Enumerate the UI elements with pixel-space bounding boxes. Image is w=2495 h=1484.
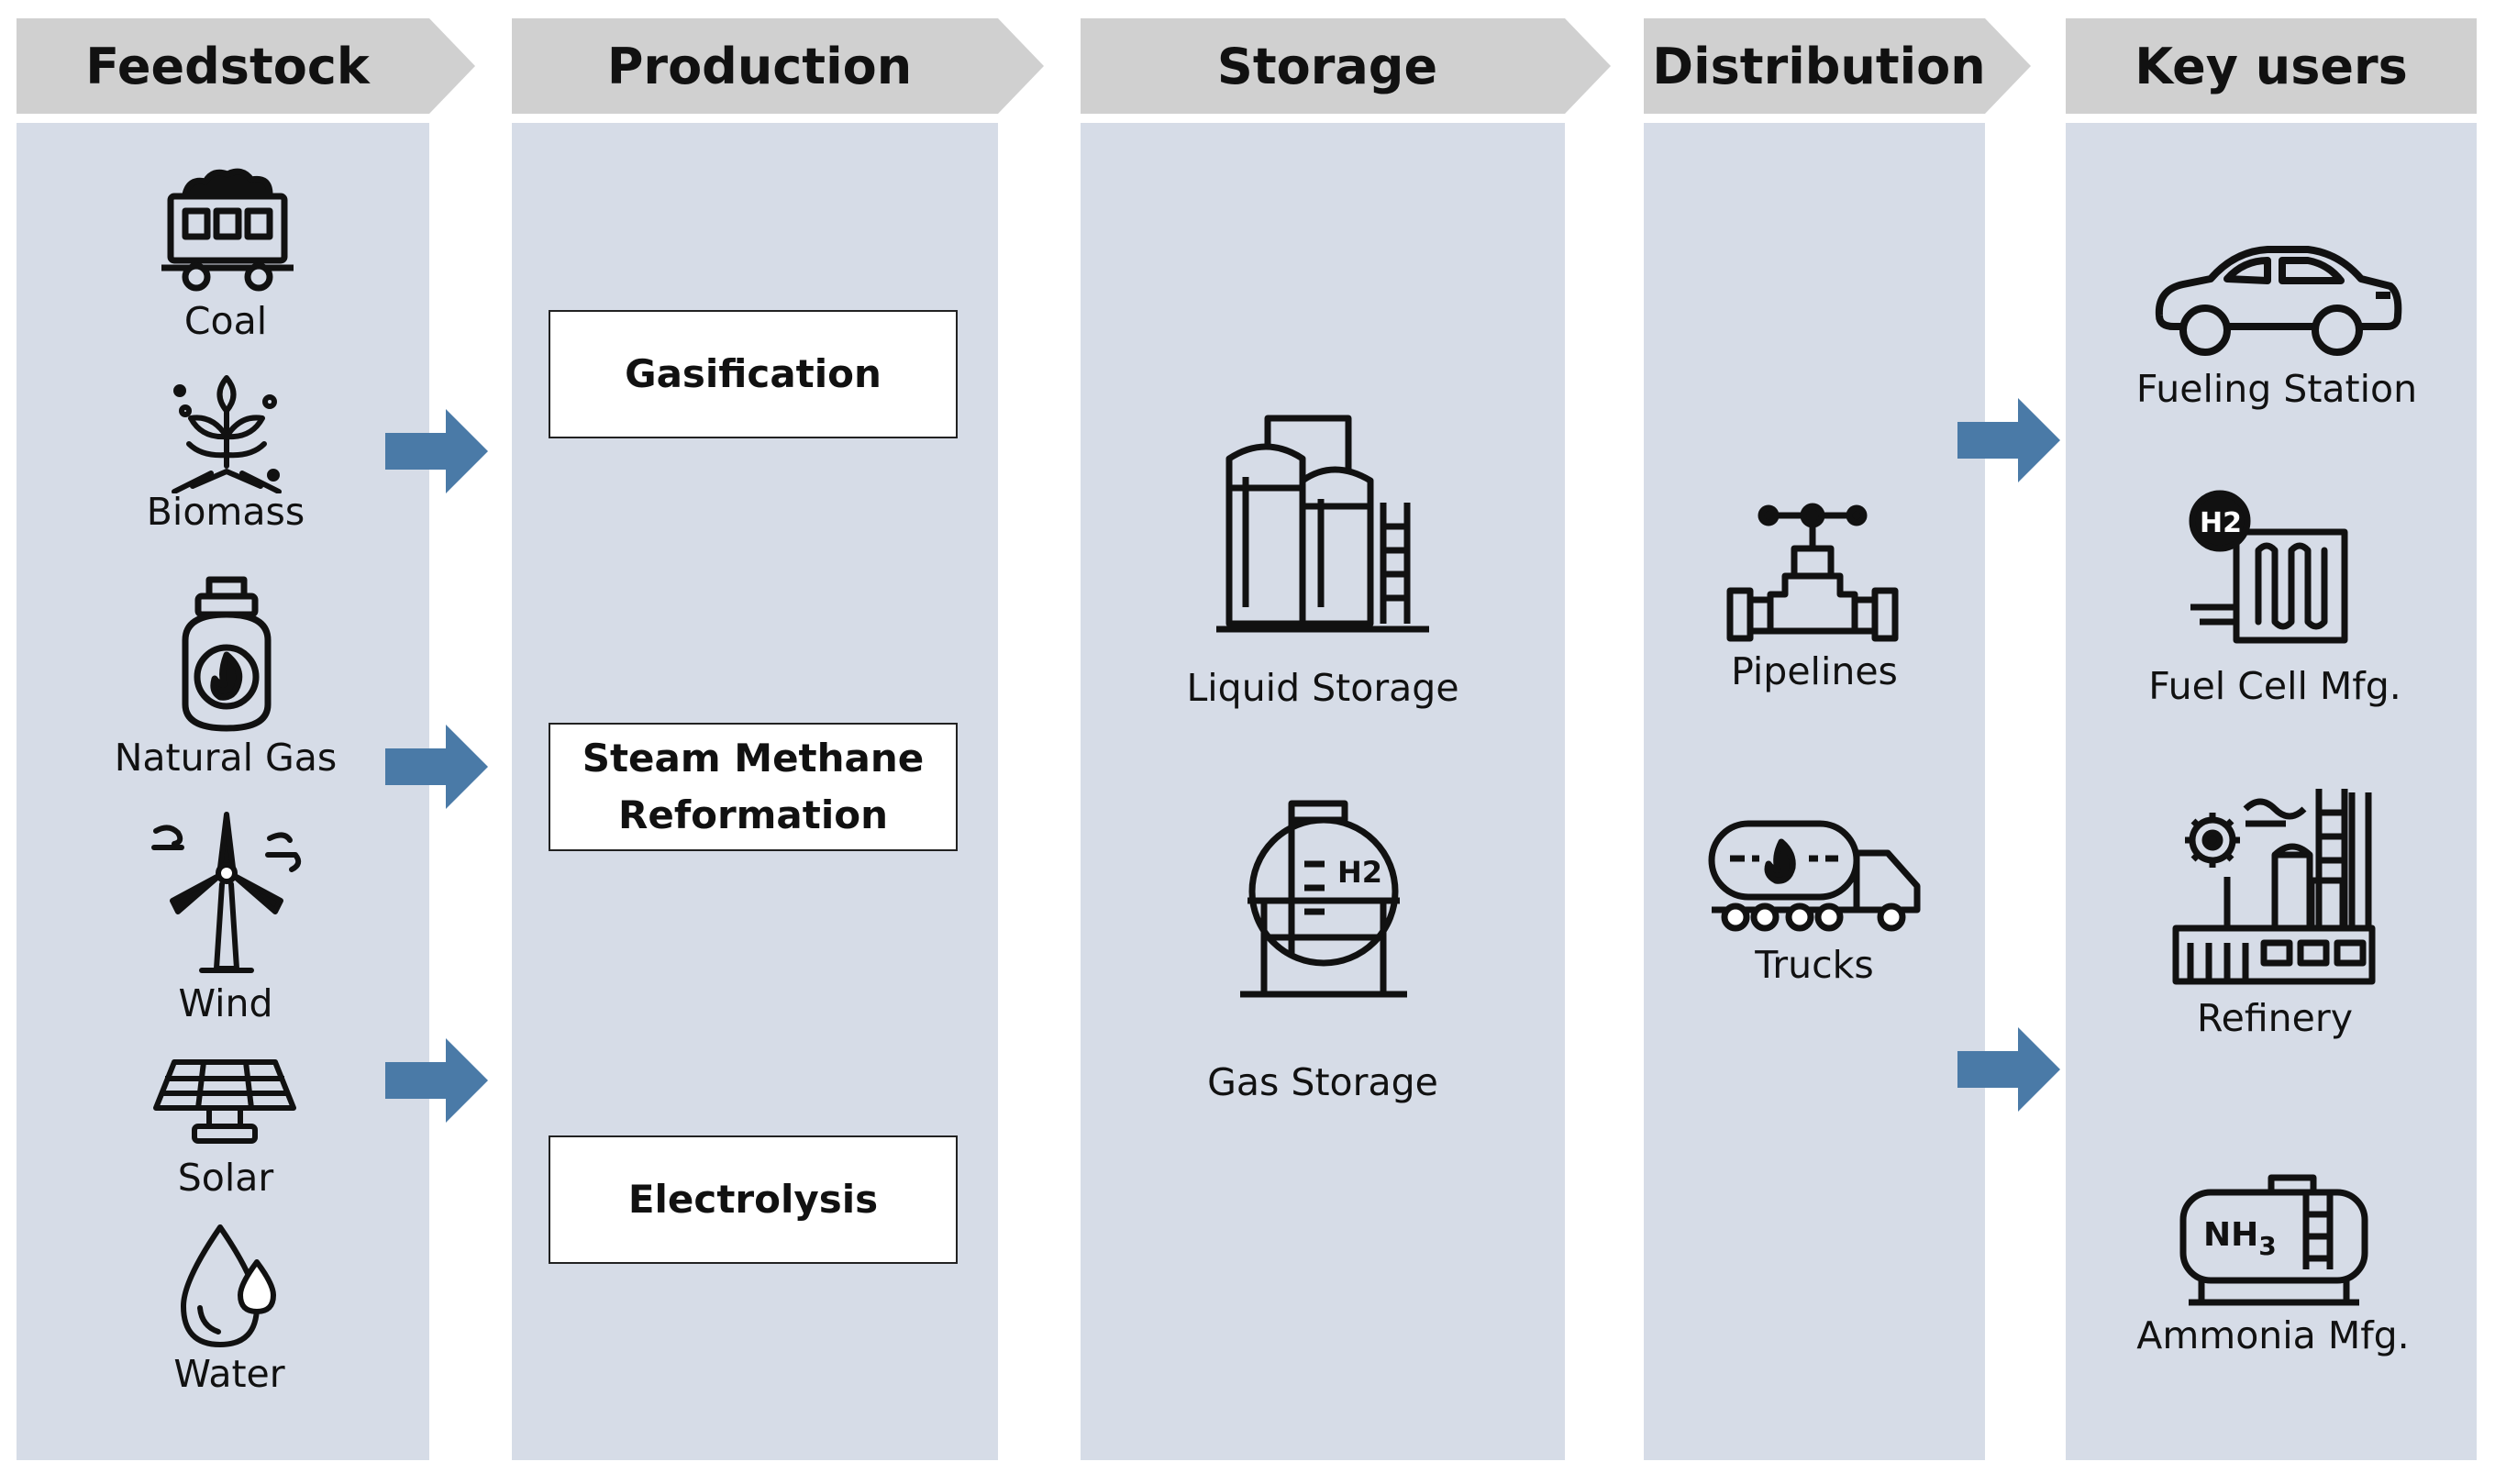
solar-label: Solar [177,1156,274,1200]
ammonia-tank-icon: NH3 [2179,1174,2368,1306]
gasification-label: Gasification [625,351,882,396]
gas-cylinder-icon [182,576,272,732]
header-distribution-title: Distribution [1652,37,1986,95]
header-key-users: Key users [2066,18,2477,114]
electrolysis-box: Electrolysis [549,1135,958,1264]
fuel-cell-icon: H2 [2189,490,2348,644]
arrow-distribution-to-users-top [1957,398,2060,482]
arrow-feedstock-to-smr [385,725,488,809]
gas-sphere-tank-icon: H2 [1240,800,1407,998]
header-storage-title: Storage [1216,37,1438,95]
smr-label-line2: Reformation [618,792,888,837]
trucks-label: Trucks [1755,943,1874,987]
coal-label: Coal [183,299,268,343]
ammonia-mfg-label: Ammonia Mfg. [2136,1313,2410,1357]
liquid-storage-label: Liquid Storage [1186,666,1459,710]
tanker-truck-icon [1708,820,1921,932]
fuel-cell-h2-badge-text: H2 [2200,507,2242,539]
natural-gas-label: Natural Gas [114,736,338,780]
car-icon [2155,246,2402,356]
smr-label-line1: Steam Methane [582,736,925,781]
header-feedstock-title: Feedstock [85,37,370,95]
water-label: Water [173,1352,285,1396]
ammonia-tank-nh3-text: NH3 [2203,1216,2277,1261]
header-distribution: Distribution [1644,18,2031,114]
arrow-distribution-to-users-bottom [1957,1027,2060,1112]
biomass-plant-icon [172,375,282,493]
fuel-cell-mfg-label: Fuel Cell Mfg. [2148,664,2401,708]
header-production: Production [512,18,1044,114]
header-production-title: Production [606,37,913,95]
wind-turbine-icon [151,812,302,973]
liquid-storage-tank-icon [1216,415,1429,633]
gas-storage-label: Gas Storage [1207,1060,1438,1104]
pipeline-valve-icon [1726,503,1899,642]
pipelines-label: Pipelines [1731,649,1898,693]
gas-tank-h2-text: H2 [1337,855,1382,890]
storage-column [1081,123,1565,1460]
solar-panel-icon [153,1059,296,1144]
wind-label: Wind [178,981,273,1025]
feedstock-column [17,123,429,1460]
refinery-label: Refinery [2196,996,2354,1040]
arrow-feedstock-to-electrolysis [385,1038,488,1123]
header-feedstock: Feedstock [17,18,475,114]
electrolysis-label: Electrolysis [627,1177,879,1222]
key-users-column [2066,123,2477,1460]
header-key-users-title: Key users [2135,37,2408,95]
coal-wagon-icon [161,168,294,292]
arrow-feedstock-to-gasification [385,409,488,493]
distribution-column [1644,123,1985,1460]
fueling-station-label: Fueling Station [2135,367,2418,411]
water-drop-icon [181,1224,276,1347]
refinery-icon [2172,789,2376,985]
header-storage: Storage [1081,18,1611,114]
steam-methane-reformation-box: Steam Methane Reformation [549,723,958,851]
gasification-box: Gasification [549,310,958,438]
biomass-label: Biomass [146,490,305,534]
